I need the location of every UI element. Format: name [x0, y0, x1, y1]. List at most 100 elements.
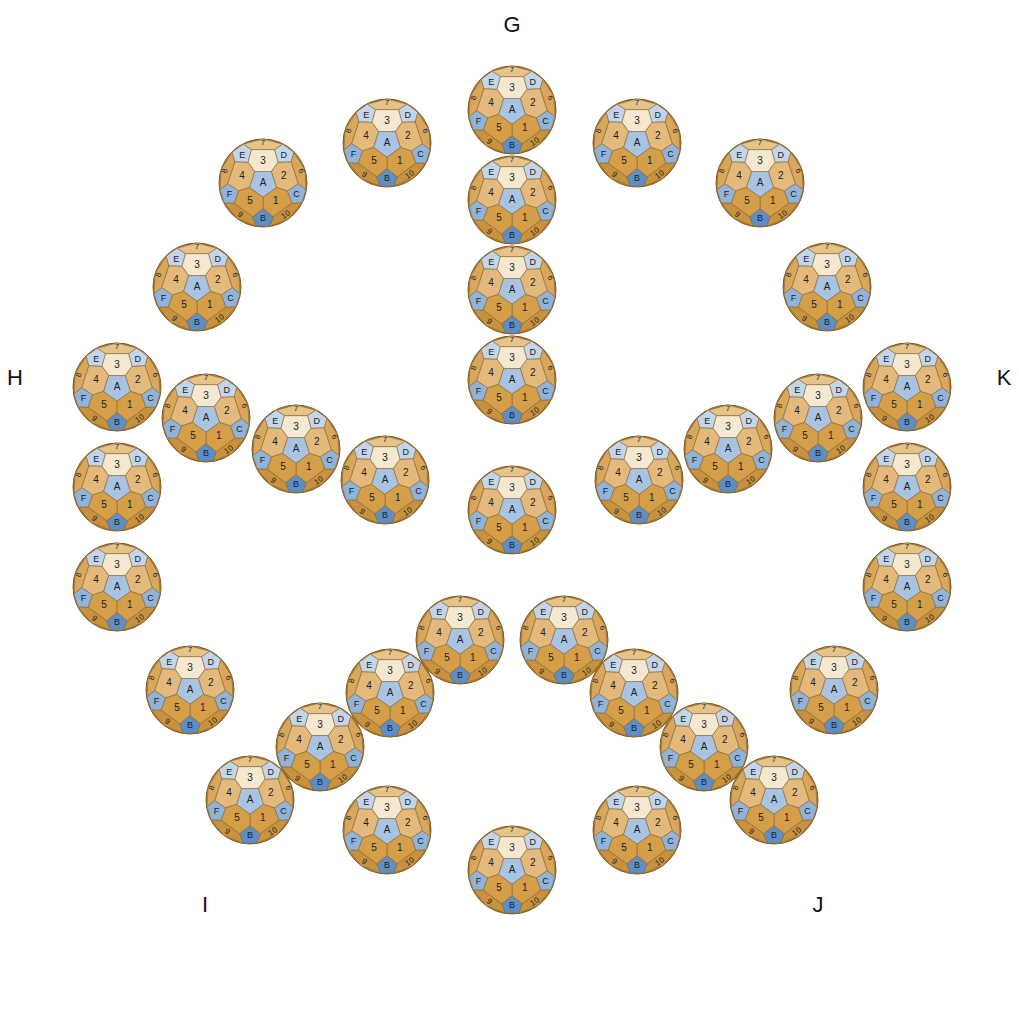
face-label: B	[114, 618, 120, 627]
face-label: 7	[905, 543, 909, 551]
face-label: C	[417, 836, 424, 845]
face-label: 2	[530, 188, 536, 198]
face-label: D	[407, 660, 414, 669]
face-label: E	[883, 554, 889, 563]
face-label: D	[337, 714, 344, 723]
polyhedron-outline	[206, 756, 294, 844]
face-label: 2	[478, 628, 484, 638]
face-shape	[250, 172, 277, 198]
face-label: 7	[635, 99, 639, 107]
face-label: F	[476, 206, 482, 215]
face-label: 1	[127, 400, 133, 410]
face-label: F	[871, 393, 877, 402]
face-label: 3	[509, 263, 515, 273]
face-label: 1	[200, 703, 206, 713]
face-label: D	[134, 554, 141, 563]
face-shape	[624, 819, 651, 845]
face-label: D	[851, 657, 858, 666]
face-label: C	[220, 696, 227, 705]
face-label: A	[636, 475, 643, 485]
face-label: 5	[623, 493, 629, 503]
face-label: 7	[458, 596, 462, 604]
face-label: 4	[166, 678, 172, 688]
face-label: 5	[174, 703, 180, 713]
face-label: E	[363, 797, 369, 806]
face-label: 7	[635, 786, 639, 794]
polyhedron-outline	[276, 703, 364, 791]
face-label: E	[613, 110, 619, 119]
face-label: F	[798, 696, 804, 705]
face-label: 1	[260, 813, 266, 823]
face-label: E	[272, 416, 278, 425]
face-label: 1	[216, 431, 222, 441]
face-label: 4	[883, 375, 889, 385]
face-label: C	[542, 876, 549, 885]
face-label: 5	[496, 393, 502, 403]
face-label: 3	[701, 720, 707, 730]
polyhedron-outline	[73, 343, 161, 431]
face-shape	[372, 469, 399, 495]
face-label: A	[757, 178, 764, 188]
face-label: 1	[738, 462, 744, 472]
face-label: D	[924, 554, 931, 563]
face-label: C	[293, 189, 300, 198]
face-label: E	[613, 797, 619, 806]
face-shape	[621, 682, 648, 708]
face-label: D	[529, 837, 536, 846]
face-shape	[193, 407, 220, 433]
face-label: D	[529, 477, 536, 486]
face-label: F	[354, 699, 360, 708]
face-label: 3	[194, 260, 200, 270]
face-label: E	[883, 354, 889, 363]
face-label: E	[704, 416, 710, 425]
face-label: 4	[226, 788, 232, 798]
face-shape	[626, 469, 653, 495]
face-label: C	[790, 189, 797, 198]
face-label: 2	[925, 375, 931, 385]
face-label: 3	[114, 360, 120, 370]
polyhedron-outline	[468, 336, 556, 424]
face-label: 3	[634, 116, 640, 126]
face-label: A	[824, 282, 831, 292]
face-label: 4	[366, 681, 372, 691]
face-label: F	[476, 386, 482, 395]
polyhedron-outline	[863, 443, 951, 531]
face-label: D	[844, 254, 851, 263]
face-label: D	[745, 416, 752, 425]
face-label: E	[488, 77, 494, 86]
face-label: 7	[195, 243, 199, 251]
face-label: 5	[548, 653, 554, 663]
face-label: 2	[530, 858, 536, 868]
polyhedron-outline	[252, 405, 340, 493]
face-label: 3	[636, 453, 642, 463]
face-label: C	[490, 646, 497, 655]
face-label: 2	[530, 368, 536, 378]
face-label: 4	[883, 575, 889, 585]
face-label: 7	[510, 156, 514, 164]
face-shape	[624, 132, 651, 158]
face-label: 2	[845, 275, 851, 285]
face-shape	[237, 789, 264, 815]
face-label: 5	[280, 462, 286, 472]
face-label: 2	[582, 628, 588, 638]
face-label: F	[476, 876, 482, 885]
face-label: 3	[634, 803, 640, 813]
face-label: A	[904, 482, 911, 492]
polyhedron-outline	[790, 646, 878, 734]
face-label: E	[239, 150, 245, 159]
face-label: 4	[361, 468, 367, 478]
face-label: 2	[652, 681, 658, 691]
face-label: 3	[831, 663, 837, 673]
face-label: B	[631, 724, 637, 733]
face-label: 1	[400, 706, 406, 716]
face-label: 2	[530, 98, 536, 108]
face-label: 7	[905, 343, 909, 351]
face-label: 7	[385, 99, 389, 107]
face-label: 5	[496, 523, 502, 533]
face-label: 7	[204, 374, 208, 382]
face-label: B	[725, 480, 731, 489]
face-label: 1	[522, 303, 528, 313]
face-label: F	[161, 293, 167, 302]
face-label: A	[509, 285, 516, 295]
